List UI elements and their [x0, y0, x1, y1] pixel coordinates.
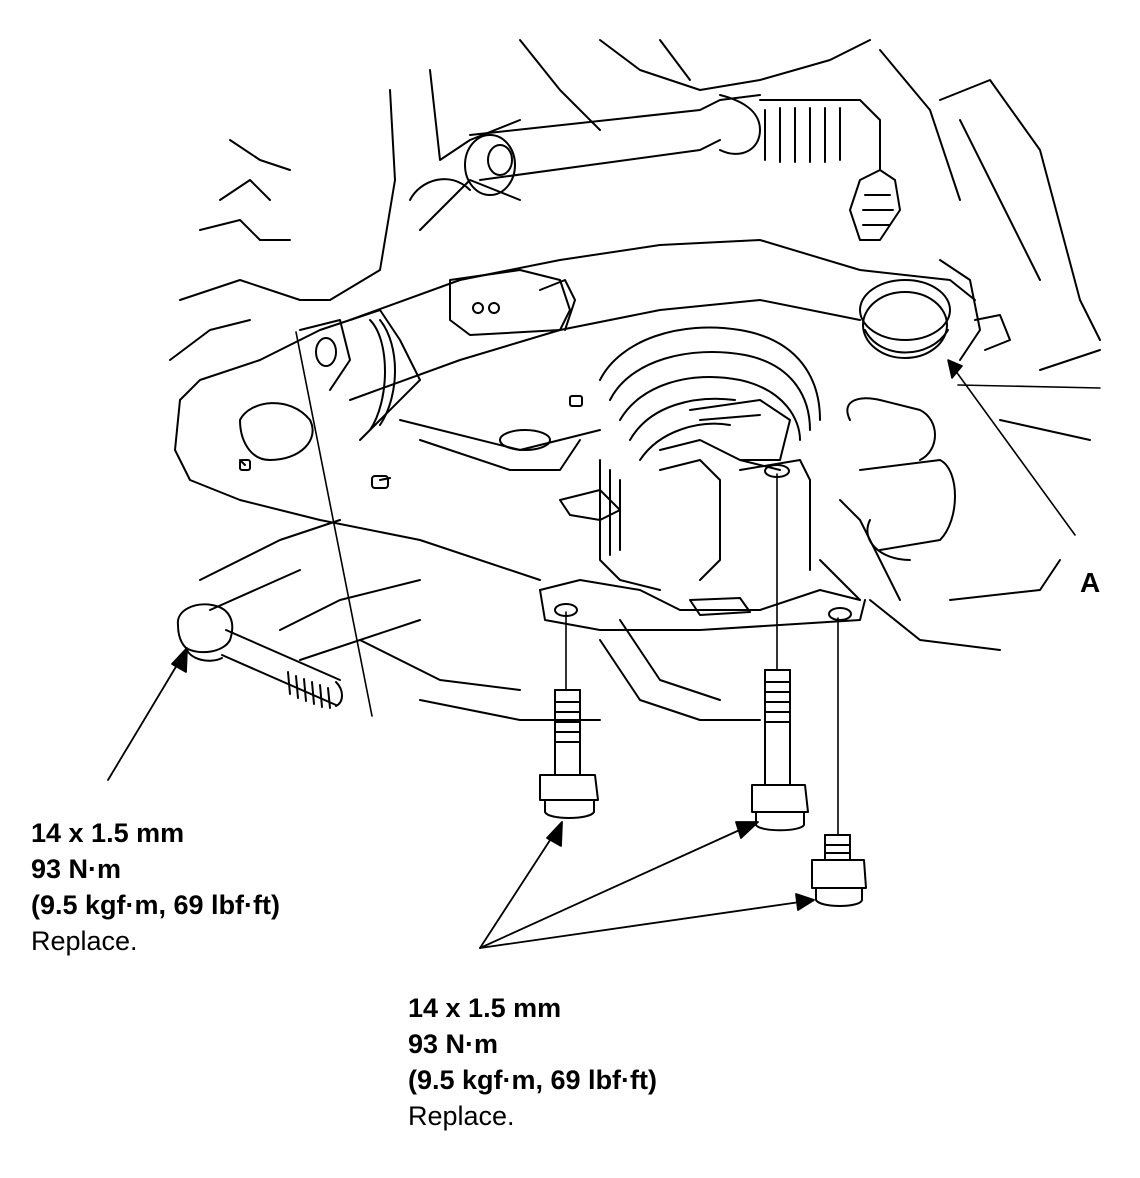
bolt-torque: 93 N·m	[31, 854, 122, 884]
leader-right	[479, 821, 815, 949]
bolt-note: Replace.	[31, 926, 138, 956]
subframe	[174, 309, 761, 721]
mount-bracket	[539, 326, 866, 631]
part-label-a: A	[1080, 567, 1101, 598]
bolt-right-1	[539, 689, 599, 819]
lower-control-arm	[349, 169, 1011, 401]
bolt-left	[176, 603, 343, 709]
bolt-torque-alt: (9.5 kgf·m, 69 lbf·ft)	[31, 890, 281, 920]
alignment-lines	[295, 331, 839, 836]
bolt-note: Replace.	[408, 1101, 515, 1131]
bolt-right-2	[751, 669, 809, 832]
bolt-spec-right: 14 x 1.5 mm 93 N·m (9.5 kgf·m, 69 lbf·ft…	[408, 990, 657, 1134]
stabilizer-bar	[409, 94, 881, 231]
bolt-size: 14 x 1.5 mm	[408, 993, 562, 1023]
bolt-spec-left: 14 x 1.5 mm 93 N·m (9.5 kgf·m, 69 lbf·ft…	[31, 815, 280, 959]
bolt-torque-alt: (9.5 kgf·m, 69 lbf·ft)	[408, 1065, 658, 1095]
bolt-size: 14 x 1.5 mm	[31, 818, 185, 848]
bolt-right-3	[811, 834, 867, 907]
leader-left	[107, 647, 188, 781]
leader-a	[947, 359, 1101, 536]
body-structure-lines	[169, 39, 1101, 651]
right-side-components	[839, 397, 956, 601]
bolt-torque: 93 N·m	[408, 1029, 499, 1059]
